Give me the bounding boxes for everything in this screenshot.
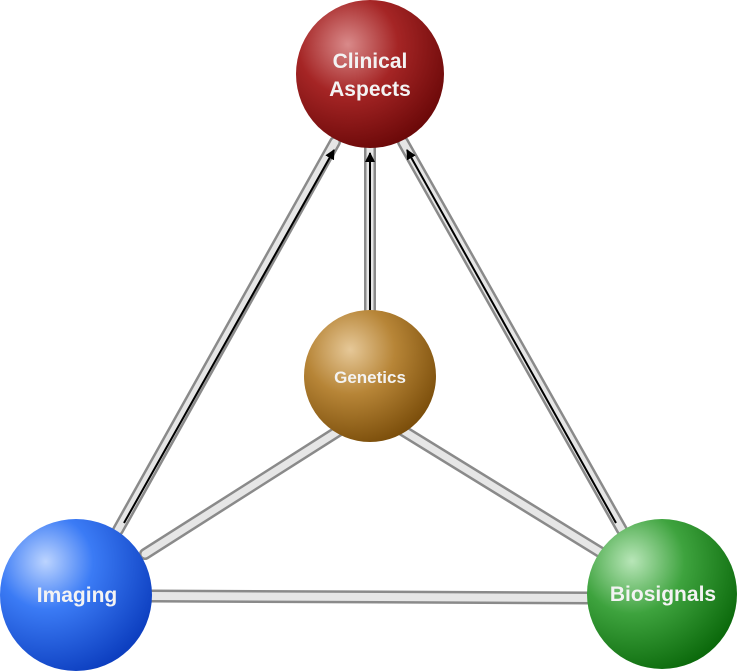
imaging-sphere [0, 519, 152, 671]
connector-genetics-biosignals [396, 424, 606, 558]
connector-imaging-genetics [139, 424, 346, 560]
clinical-aspects-label-line1: Clinical [333, 50, 408, 73]
node-biosignals: Biosignals [587, 519, 737, 669]
node-clinical-aspects: Clinical Aspects [296, 0, 444, 148]
connector-imaging-biosignals [143, 589, 599, 605]
arrow-biosignals-to-clinical [406, 149, 617, 524]
imaging-label: Imaging [37, 584, 118, 607]
arrow-imaging-to-clinical [123, 149, 335, 524]
genetics-sphere [304, 310, 436, 442]
biosignals-label: Biosignals [610, 583, 716, 606]
genetics-label: Genetics [334, 368, 406, 387]
biosignals-sphere [587, 519, 737, 669]
clinical-aspects-sphere [296, 0, 444, 148]
connector-imaging-clinical [112, 136, 341, 536]
node-imaging: Imaging [0, 519, 152, 671]
connector-biosignals-clinical [397, 136, 628, 536]
node-genetics: Genetics [304, 310, 436, 442]
clinical-aspects-label-line2: Aspects [329, 78, 411, 101]
